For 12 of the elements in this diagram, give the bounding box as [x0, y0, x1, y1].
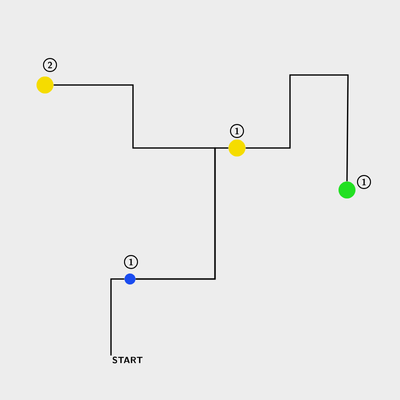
path-line [246, 74, 349, 182]
circled-number: 2 [43, 58, 57, 72]
path-line [136, 147, 228, 280]
start-label: START [112, 356, 143, 364]
path-line [110, 278, 124, 356]
circled-number: 1 [357, 175, 371, 189]
dot [124, 274, 136, 284]
circled-number: 1 [230, 124, 244, 138]
dot [36, 76, 54, 94]
dot [338, 182, 356, 198]
dot [228, 140, 246, 156]
circled-number: 1 [124, 255, 138, 269]
